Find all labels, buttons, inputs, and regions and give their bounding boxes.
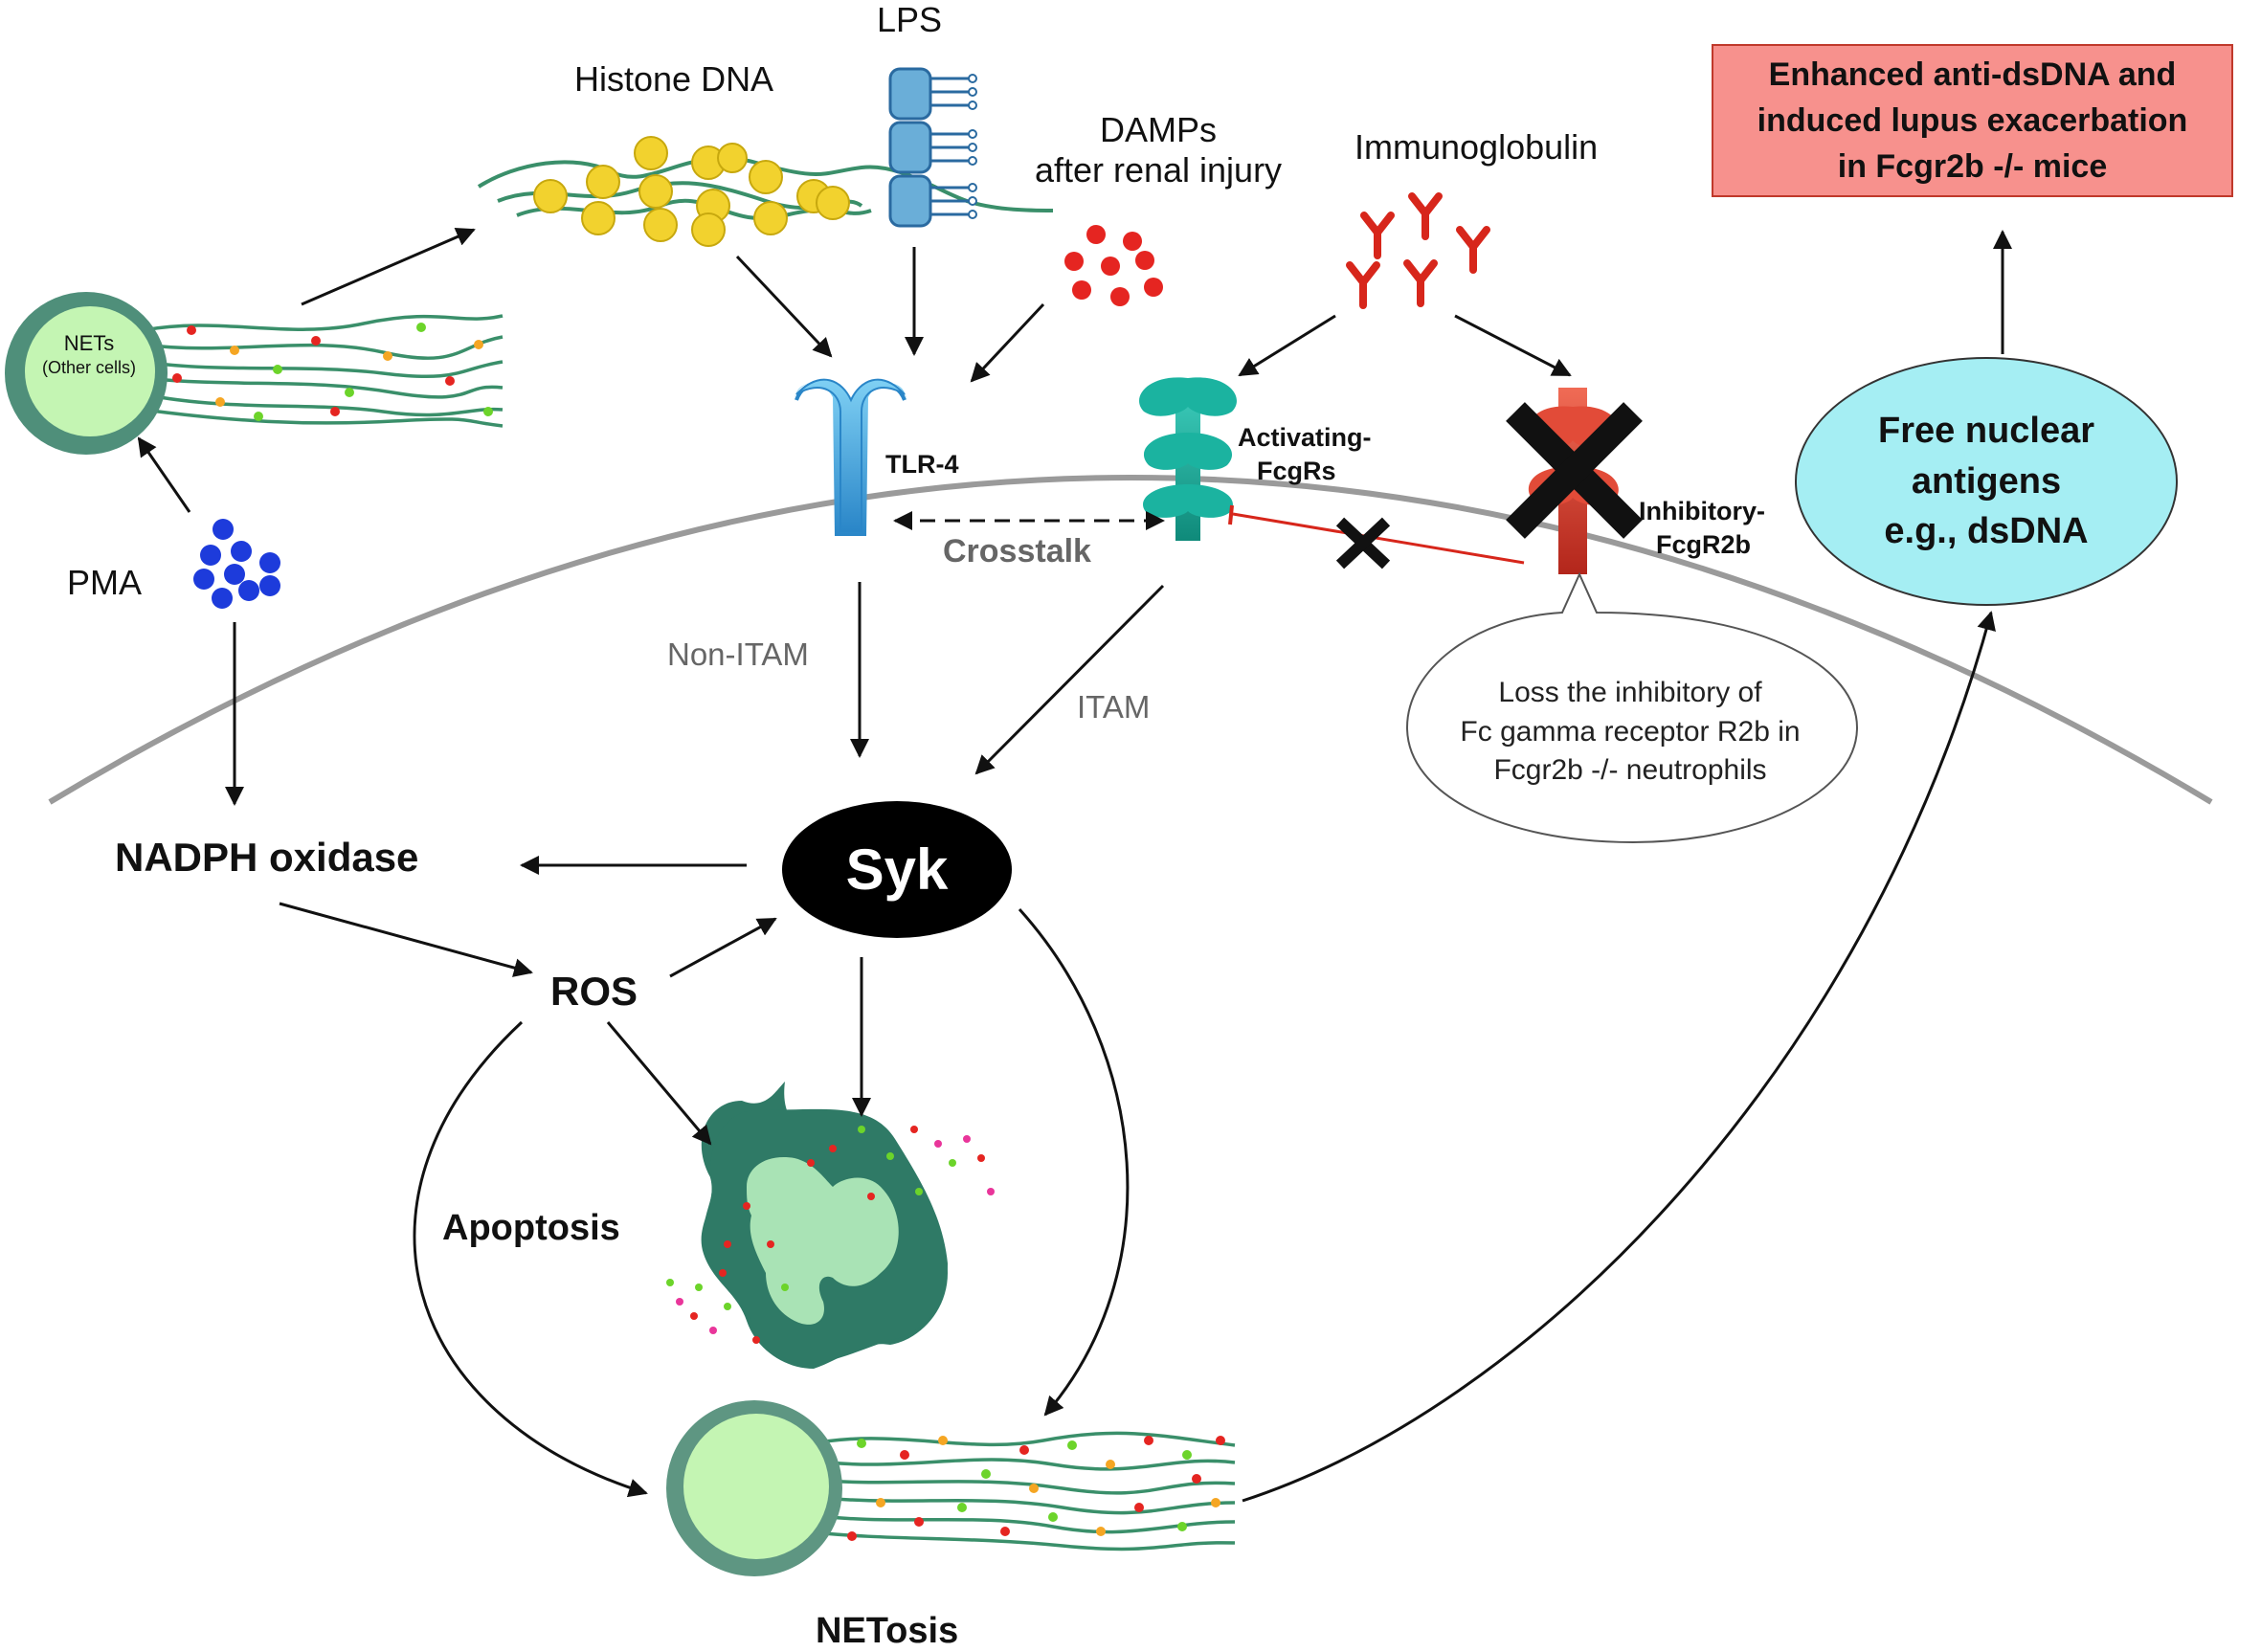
nets-label-line2: (Other cells) xyxy=(41,357,136,377)
arrow-ros-to-syk xyxy=(669,917,777,978)
arrow-nadph-to-ros xyxy=(279,902,533,977)
bubble-line3: Fcgr2b -/- neutrophils xyxy=(1493,754,1767,786)
arrow-activating-to-syk xyxy=(974,584,1165,775)
speech-bubble xyxy=(1405,571,1859,844)
arrow-nets-to-histone xyxy=(301,227,476,306)
histone-dna-icon xyxy=(477,136,1054,247)
syk-label: Syk xyxy=(845,837,949,902)
arrow-pma-to-nets xyxy=(137,436,191,513)
arrow-ig-to-activating xyxy=(1238,314,1336,377)
antigen-line1: Free nuclear xyxy=(1878,411,2094,452)
free-nuclear-antigens-oval: Free nuclear antigens e.g., dsDNA xyxy=(1795,357,2178,606)
tlr4-label: TLR-4 xyxy=(885,450,959,479)
arrow-netosis-to-antigens xyxy=(1242,611,1996,1503)
itam-label: ITAM xyxy=(1077,689,1151,725)
small-x-icon xyxy=(1335,517,1391,569)
outcome-line2: induced lupus exacerbation xyxy=(1757,101,2188,139)
nadph-oxidase-label: NADPH oxidase xyxy=(115,835,419,880)
arrow-damps-to-tlr4 xyxy=(970,302,1045,383)
arrow-syk-to-netosis xyxy=(1018,907,1130,1417)
damps-label: DAMPs after renal injury xyxy=(1005,110,1311,190)
arrow-histone-to-tlr4 xyxy=(735,255,833,358)
speech-bubble-text: Loss the inhibitory of Fc gamma receptor… xyxy=(1396,674,1865,791)
histone-dna-label: Histone DNA xyxy=(574,59,774,99)
arrow-ros-to-netosis xyxy=(413,1020,648,1498)
tlr4-receptor-icon xyxy=(795,378,907,536)
apoptotic-cell-icon xyxy=(666,1082,995,1369)
antigen-line2: antigens xyxy=(1911,460,2062,502)
arrow-ig-to-inhibitory xyxy=(1454,314,1572,377)
outcome-line1: Enhanced anti-dsDNA and xyxy=(1768,56,2177,93)
inhibitory-label-line1: Inhibitory- xyxy=(1639,497,1765,525)
nets-other-cells-icon xyxy=(5,292,504,455)
outcome-line3: in Fcgr2b -/- mice xyxy=(1837,148,2108,186)
nets-other-cells-label: NETs (Other cells) xyxy=(27,330,151,378)
blocked-x-icon xyxy=(1506,402,1643,539)
activating-fcgrs-label: Activating- FcgRs xyxy=(1238,421,1372,488)
lupus-outcome-box: Enhanced anti-dsDNA and induced lupus ex… xyxy=(1712,44,2233,197)
inhibition-line xyxy=(1232,512,1525,565)
pma-icon xyxy=(193,519,280,609)
inhibitory-label-line2: FcgR2b xyxy=(1656,530,1752,560)
damps-icon xyxy=(1064,225,1163,306)
netosis-cell-icon xyxy=(666,1400,1236,1576)
activating-fcgr-receptor-icon xyxy=(1139,377,1237,541)
damps-label-line2: after renal injury xyxy=(1034,150,1283,190)
bubble-line1: Loss the inhibitory of xyxy=(1498,677,1762,708)
antigen-line3: e.g., dsDNA xyxy=(1884,511,2089,552)
activating-label-line2: FcgRs xyxy=(1257,457,1336,486)
lps-label: LPS xyxy=(877,0,943,39)
immunoglobulin-icon xyxy=(1346,192,1490,309)
immunoglobulin-label: Immunoglobulin xyxy=(1354,127,1599,167)
nets-label-line1: NETs xyxy=(63,331,115,355)
damps-label-line1: DAMPs xyxy=(1099,110,1217,149)
ros-label: ROS xyxy=(550,969,638,1014)
netosis-label: NETosis xyxy=(816,1611,959,1651)
inhibitory-fcgr2b-label: Inhibitory- FcgR2b xyxy=(1639,495,1765,562)
inhibition-bar xyxy=(1228,504,1234,525)
non-itam-label: Non-ITAM xyxy=(667,636,809,672)
bubble-line2: Fc gamma receptor R2b in xyxy=(1460,715,1801,748)
cell-membrane xyxy=(48,475,2213,805)
apoptosis-label: Apoptosis xyxy=(442,1208,620,1248)
arrow-ros-to-apoptosis xyxy=(606,1021,712,1146)
activating-label-line1: Activating- xyxy=(1238,423,1372,452)
pma-label: PMA xyxy=(67,563,143,602)
syk-node: Syk xyxy=(782,801,1012,938)
lps-icon xyxy=(888,67,977,228)
crosstalk-label: Crosstalk xyxy=(943,533,1091,569)
